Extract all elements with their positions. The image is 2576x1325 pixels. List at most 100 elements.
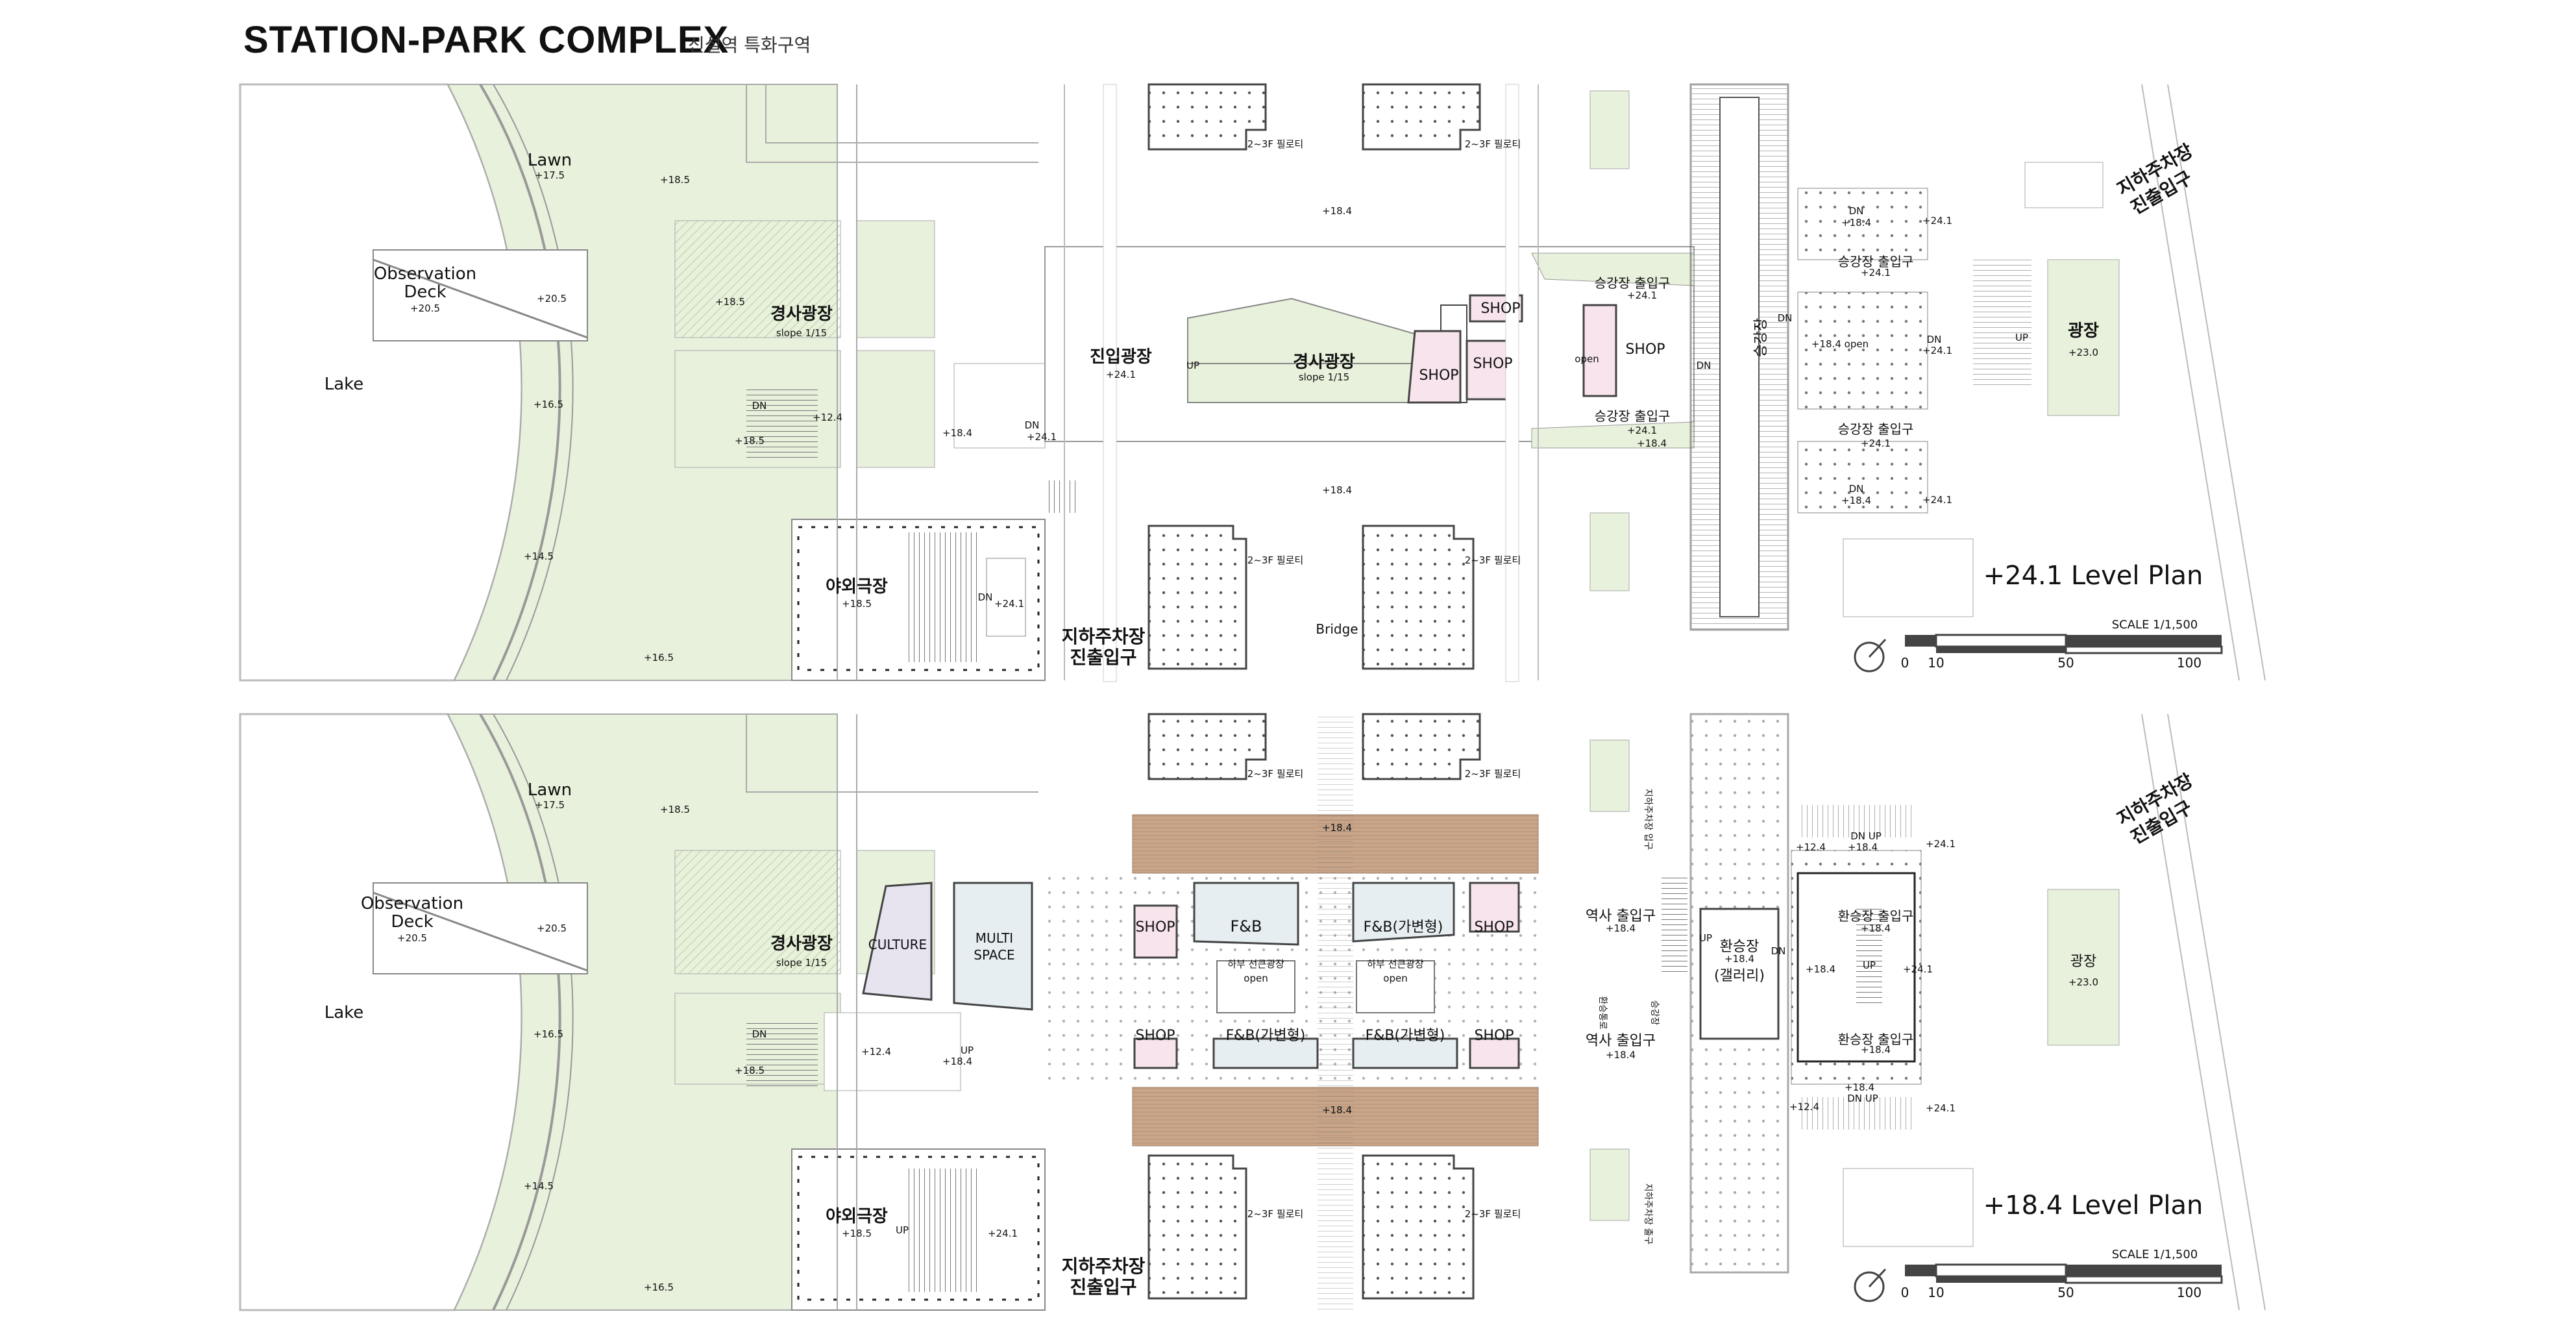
label-shop3: SHOP: [1480, 301, 1520, 317]
level-plan-24-1: [239, 83, 2346, 682]
scale-label: SCALE 1/1,500: [2112, 1248, 2198, 1261]
scale-tick: 50: [2057, 1285, 2074, 1300]
label-platform-v: 승강장: [1753, 318, 1769, 358]
label-deck-bottom: +18.4: [1322, 1104, 1352, 1116]
label-theater-241: +24.1: [994, 598, 1024, 610]
label-slope1: slope 1/15: [776, 327, 827, 339]
label-piloti1: 2~3F 필로티: [1247, 138, 1303, 150]
label-v-exit2: 지하주차장 출구: [1643, 1183, 1653, 1245]
label-shop4: SHOP: [1625, 341, 1665, 358]
label-elev-165: +16.5: [534, 1028, 563, 1040]
label-v-gate: 승강장: [1649, 1000, 1660, 1026]
label-elev-165b: +16.5: [644, 1282, 674, 1293]
label-v-exit1: 지하주차장 입구: [1643, 789, 1653, 850]
label-gallery: (갤러리): [1714, 968, 1765, 984]
scale-tick: 100: [2177, 1285, 2202, 1300]
label-sunken1: 하부 선큰광장: [1227, 958, 1284, 970]
label-slope-plaza: 경사광장: [770, 304, 833, 324]
label-elev-184d: +18.4: [1637, 438, 1667, 449]
label-r-184c: +18.4: [1845, 1082, 1874, 1093]
label-fb3: F&B(가변형): [1226, 1028, 1306, 1044]
label-fb1: F&B: [1231, 917, 1262, 935]
label-theater-elev: +18.5: [842, 1228, 872, 1239]
label-shop1: SHOP: [1419, 367, 1458, 384]
label-shop2: SHOP: [1473, 356, 1512, 372]
label-square: 광장: [2070, 954, 2096, 970]
label-r-241b: +24.1: [1922, 345, 1952, 356]
label-shop3: SHOP: [1135, 1028, 1175, 1044]
label-piloti4: 2~3F 필로티: [1465, 554, 1521, 566]
label-bridge: Bridge: [1316, 621, 1358, 637]
label-r-up: UP: [1863, 960, 1876, 971]
scale-tick: 0: [1901, 1285, 1909, 1300]
label-elev-185b: +18.5: [715, 296, 745, 308]
scale-tick: 10: [1928, 655, 1944, 671]
label-elev-184b: +18.4: [1322, 205, 1352, 217]
label-r-184b: +18.4: [1806, 963, 1835, 975]
label-open: open: [1575, 353, 1599, 365]
label-deck-top: +18.4: [1322, 822, 1352, 834]
label-up1: UP: [1186, 360, 1199, 371]
label-r-241a: +24.1: [1926, 838, 1956, 850]
label-fb4: F&B(가변형): [1366, 1028, 1445, 1044]
label-entry-elev: +24.1: [1106, 369, 1136, 380]
label-lake: Lake: [325, 375, 364, 394]
label-elev-165b: +16.5: [644, 652, 674, 663]
label-r-dnup1: DN UP: [1850, 830, 1882, 842]
label-elev-241a: +24.1: [1027, 431, 1057, 443]
label-r-184a: +18.4: [1848, 841, 1878, 853]
label-elev-185a: +18.5: [660, 804, 690, 815]
label-r-184a: +18.4: [1841, 217, 1871, 229]
label-theater: 야외극장: [826, 1207, 888, 1226]
label-up-r: UP: [2015, 332, 2028, 343]
label-station-exit2: 역사 출입구: [1586, 1033, 1656, 1049]
label-parking1: 지하주차장: [1062, 626, 1146, 647]
label-dn2: DN: [1025, 419, 1040, 431]
label-dn1: DN: [752, 400, 767, 412]
label-dn-a: DN: [1771, 945, 1786, 957]
scale-tick: 10: [1928, 1285, 1944, 1300]
label-elev-184a: +18.4: [942, 427, 972, 439]
scale-tick: 50: [2057, 655, 2074, 671]
label-platform-exit2: 승강장 출입구: [1595, 408, 1671, 424]
label-open1: open: [1244, 972, 1268, 984]
label-elev-185c: +18.5: [735, 435, 765, 447]
label-platform-exit1: 승강장 출입구: [1595, 275, 1671, 291]
label-parking2: 진출입구: [1070, 1276, 1136, 1298]
label-square: 광장: [2068, 321, 2099, 341]
label-up1: UP: [961, 1045, 974, 1056]
label-lake: Lake: [325, 1003, 364, 1022]
label-slope-plaza: 경사광장: [770, 934, 833, 954]
label-r-124b: +12.4: [1789, 1101, 1819, 1113]
label-slope1: slope 1/15: [776, 957, 827, 969]
label-elev-184a: +18.4: [942, 1056, 972, 1067]
label-dn1: DN: [752, 1028, 767, 1040]
label-obs2: Deck: [391, 912, 433, 932]
label-piloti2: 2~3F 필로티: [1465, 138, 1521, 150]
label-elev-145: +14.5: [524, 551, 554, 562]
label-elev-124: +12.4: [861, 1046, 891, 1058]
label-up-a: UP: [1699, 932, 1712, 944]
label-culture: CULTURE: [868, 937, 927, 952]
label-shop4: SHOP: [1474, 1028, 1514, 1044]
label-square-elev: +23.0: [2068, 347, 2098, 358]
level-plan-title: +24.1 Level Plan: [1983, 561, 2203, 591]
label-shop1: SHOP: [1135, 919, 1175, 935]
label-sunken2: 하부 선큰광장: [1367, 958, 1424, 970]
page-subtitle: 신설역 특화구역: [688, 34, 811, 56]
piloti-building: [1147, 713, 1481, 1300]
label-exit1-elev: +24.1: [1627, 290, 1657, 301]
label-r-dn2: DN: [1927, 334, 1942, 345]
label-square-elev: +23.0: [2068, 976, 2098, 988]
label-parking2: 진출입구: [1070, 647, 1136, 668]
label-entry-plaza: 진입광장: [1090, 347, 1152, 367]
label-r-exit2-elev: +24.1: [1861, 438, 1891, 449]
label-elev-184c: +18.4: [1322, 484, 1352, 496]
label-theater-up: UP: [896, 1224, 909, 1236]
label-obs-elev: +20.5: [410, 303, 440, 314]
label-r-exit2: 승강장 출입구: [1838, 421, 1914, 437]
label-elev-124: +12.4: [813, 412, 842, 423]
label-tr2-elev: +18.4: [1861, 1044, 1891, 1056]
label-deck-elev: +20.5: [537, 293, 567, 304]
label-r-241a: +24.1: [1922, 215, 1952, 227]
